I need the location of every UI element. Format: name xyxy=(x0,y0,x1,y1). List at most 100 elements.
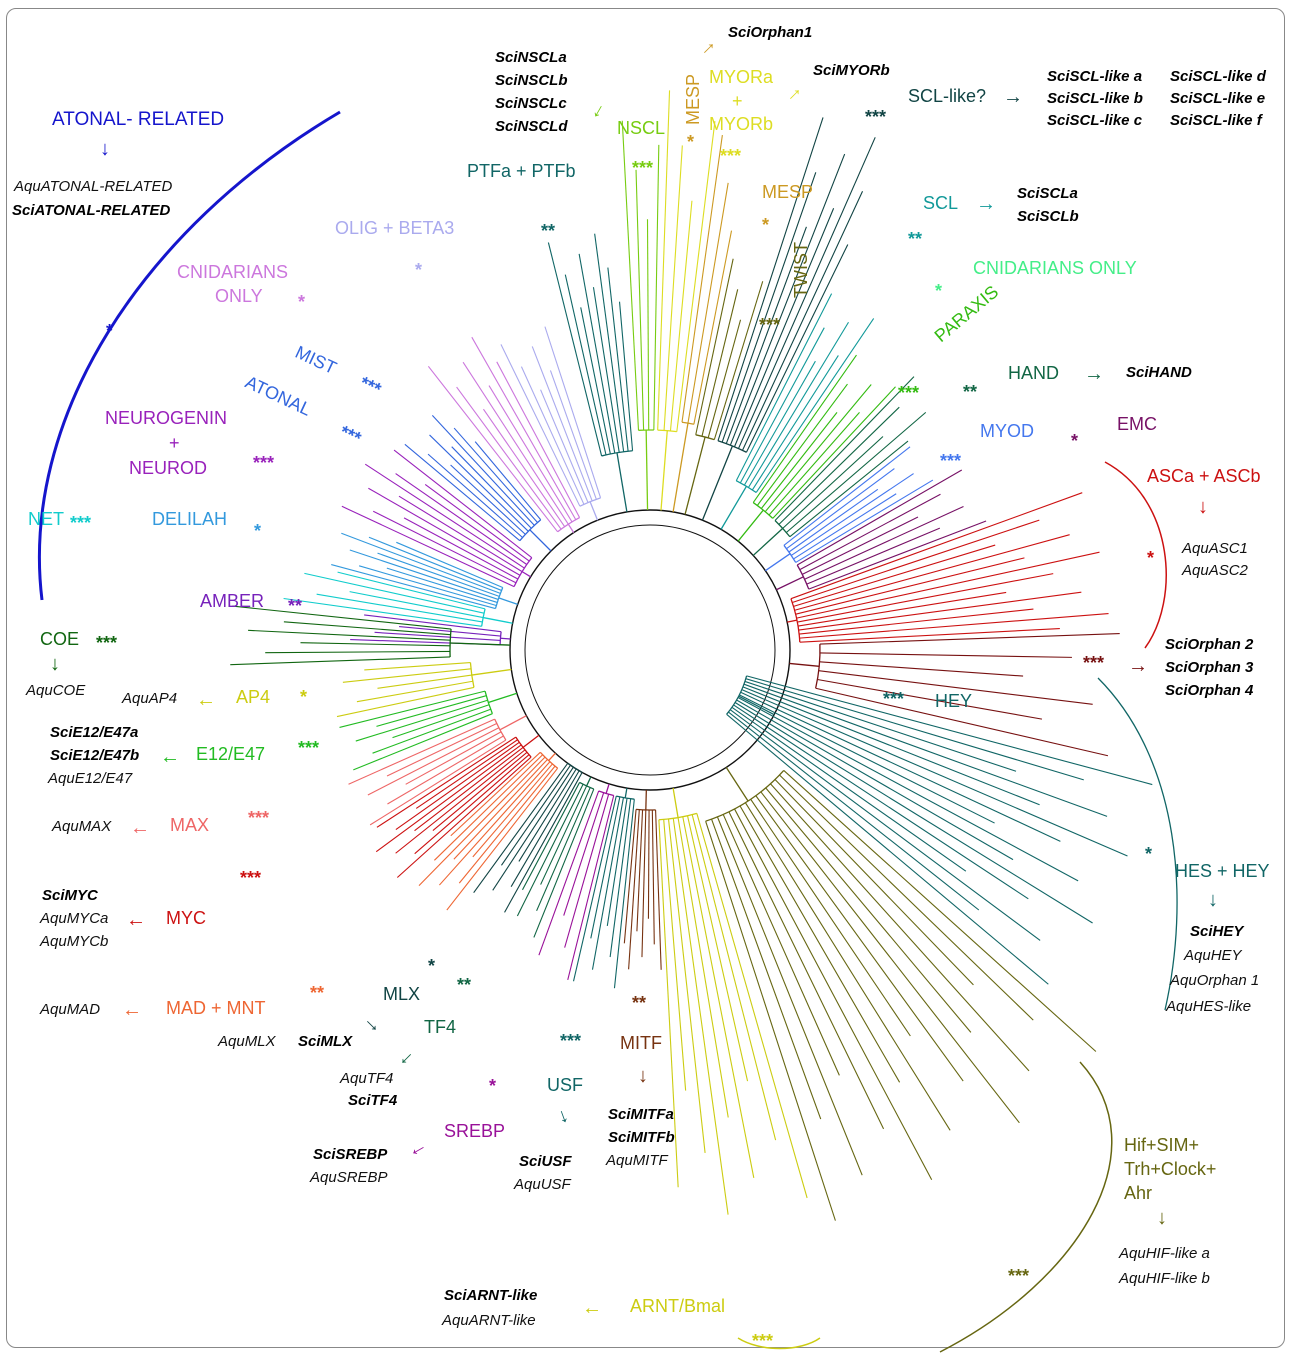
gene-aqu-ap4: AquAP4 xyxy=(122,690,178,707)
branch-hif-leaf xyxy=(783,770,1097,1052)
gene-aqu-orphan-1: AquOrphan 1 xyxy=(1170,972,1260,989)
support-twist: *** xyxy=(759,315,781,335)
gene-sci-scl-like-f: SciSCL-like f xyxy=(1170,112,1262,129)
branch-delilah-leaf xyxy=(331,564,496,610)
clade-label-cnidarians-only-a: CNIDARIANS xyxy=(177,262,289,282)
branch-tf4-leaf xyxy=(536,787,591,912)
branch-mitf-leaf xyxy=(641,809,647,958)
hes-hey-bracket xyxy=(1097,677,1178,1011)
branch-myod-node xyxy=(783,544,797,563)
branch-mist-atonal-leaf xyxy=(427,453,523,538)
branch-arnt-leaf xyxy=(667,818,706,1154)
support-srebp: * xyxy=(489,1076,497,1096)
clade-label-neurogenin: NEUROGENIN xyxy=(105,408,228,428)
branch-scl-stem xyxy=(720,485,747,530)
gene-aqu-mitf: AquMITF xyxy=(606,1152,668,1169)
branch-coe-leaf xyxy=(265,650,451,654)
branch-hif-leaf xyxy=(722,814,840,1076)
branch-cnidarians-only-a-leaf xyxy=(427,365,559,533)
asc-arc xyxy=(1104,461,1167,649)
gene-aqu-mlx: AquMLX xyxy=(218,1033,276,1050)
branch-mist-atonal-leaf xyxy=(453,427,538,523)
clade-label-max: MAX xyxy=(170,815,210,835)
branch-cnidarians-only-a-leaf xyxy=(488,385,573,523)
branch-tf4-leaf xyxy=(516,783,584,917)
branch-mlx-leaf xyxy=(500,764,571,866)
support-myod: *** xyxy=(940,451,962,471)
branch-olig-beta3-leaf xyxy=(544,326,602,499)
support-mesp-top: * xyxy=(687,132,695,152)
branch-arnt-leaf xyxy=(691,814,777,1141)
branch-mad-mnt-node xyxy=(539,751,559,769)
clade-label-scl: SCL xyxy=(923,193,959,213)
arrow-left-icon: ← xyxy=(122,999,142,1021)
branch-net-leaf xyxy=(349,591,484,619)
branch-paraxis-leaf xyxy=(768,412,860,516)
branch-myc-leaf xyxy=(395,749,526,854)
branch-olig-beta3-leaf xyxy=(531,346,593,502)
branch-e12-e47-leaf xyxy=(353,713,493,771)
branch-scl-like-stem xyxy=(701,445,734,521)
clade-label-hif: Hif+SIM+ xyxy=(1124,1135,1200,1155)
branch-ap4-leaf xyxy=(356,680,473,703)
branch-orphans-stem xyxy=(789,662,820,667)
branch-hand-node xyxy=(774,520,791,538)
branch-scl-like-leaf xyxy=(729,153,846,446)
branch-nscl-leaf xyxy=(653,144,660,431)
gene-aqu-myca: AquMYCa xyxy=(40,910,109,927)
arrow-left-icon: ← xyxy=(130,817,150,839)
branch-hes-hey-leaf xyxy=(728,711,980,911)
gene-aqu-max: AquMAX xyxy=(52,818,112,835)
gene-sci-scl-like-b: SciSCL-like b xyxy=(1047,90,1143,107)
branch-emc-leaf xyxy=(802,516,919,575)
support-ptf: ** xyxy=(541,221,556,241)
branch-neurogenin-leaf xyxy=(364,463,525,569)
branch-twist-leaf xyxy=(707,319,742,438)
branch-net-leaf xyxy=(283,597,482,627)
branch-myor-leaf xyxy=(676,121,716,432)
support-nscl: *** xyxy=(632,158,654,178)
branch-mist-atonal-leaf xyxy=(474,441,542,521)
branch-neurogenin-leaf xyxy=(403,517,519,580)
support-e12-e47: *** xyxy=(298,738,320,758)
branch-hes-hey-leaf xyxy=(740,691,1061,842)
branch-tf4-leaf xyxy=(540,785,588,885)
branch-hif-leaf xyxy=(774,779,974,986)
clade-label-myora: MYORa xyxy=(709,67,774,87)
branch-srebp-leaf xyxy=(564,794,610,948)
branch-hif-node xyxy=(705,770,785,822)
branch-hand-leaf xyxy=(789,440,909,538)
branch-mitf-leaf xyxy=(623,809,637,944)
branch-hes-hey-leaf xyxy=(733,704,1029,900)
branch-usf-leaf xyxy=(572,796,617,982)
branch-hes-hey-leaf xyxy=(741,689,1128,857)
branch-mesp-leaf xyxy=(687,182,729,424)
branch-scl-like-leaf xyxy=(725,226,807,444)
branch-myc-leaf xyxy=(396,756,532,878)
support-mlx: * xyxy=(428,956,436,976)
branch-hif-leaf xyxy=(750,798,911,1037)
branch-twist-leaf xyxy=(695,258,734,435)
branch-hif-leaf xyxy=(728,811,885,1130)
branch-myod-leaf xyxy=(786,468,895,550)
arrow-right-icon: → xyxy=(1003,86,1023,108)
arrow-left-icon: ← xyxy=(582,1297,602,1319)
branch-myc-stem xyxy=(522,734,540,748)
branch-mad-mnt-leaf xyxy=(453,759,548,860)
gene-sci-mitfb: SciMITFb xyxy=(608,1129,675,1146)
gene-sci-nsclb: SciNSCLb xyxy=(495,72,568,89)
branch-ptf-leaf xyxy=(592,287,620,453)
branch-nscl-leaf xyxy=(646,219,650,431)
branch-ptf-stem xyxy=(616,452,628,513)
branch-ptf-leaf xyxy=(594,233,625,452)
gene-sci-myorb: SciMYORb xyxy=(813,62,890,79)
support-usf: *** xyxy=(560,1031,582,1051)
branch-net-leaf xyxy=(337,571,486,610)
support-cnidarians-only-b: * xyxy=(935,281,943,301)
branch-orphans-leaf xyxy=(817,678,1043,720)
branch-net-stem xyxy=(482,616,513,624)
branch-mad-mnt-leaf xyxy=(450,751,541,837)
branch-twist-leaf xyxy=(701,289,739,437)
branch-max-node xyxy=(494,718,507,741)
gene-sci-orphan-2: SciOrphan 2 xyxy=(1165,636,1254,653)
